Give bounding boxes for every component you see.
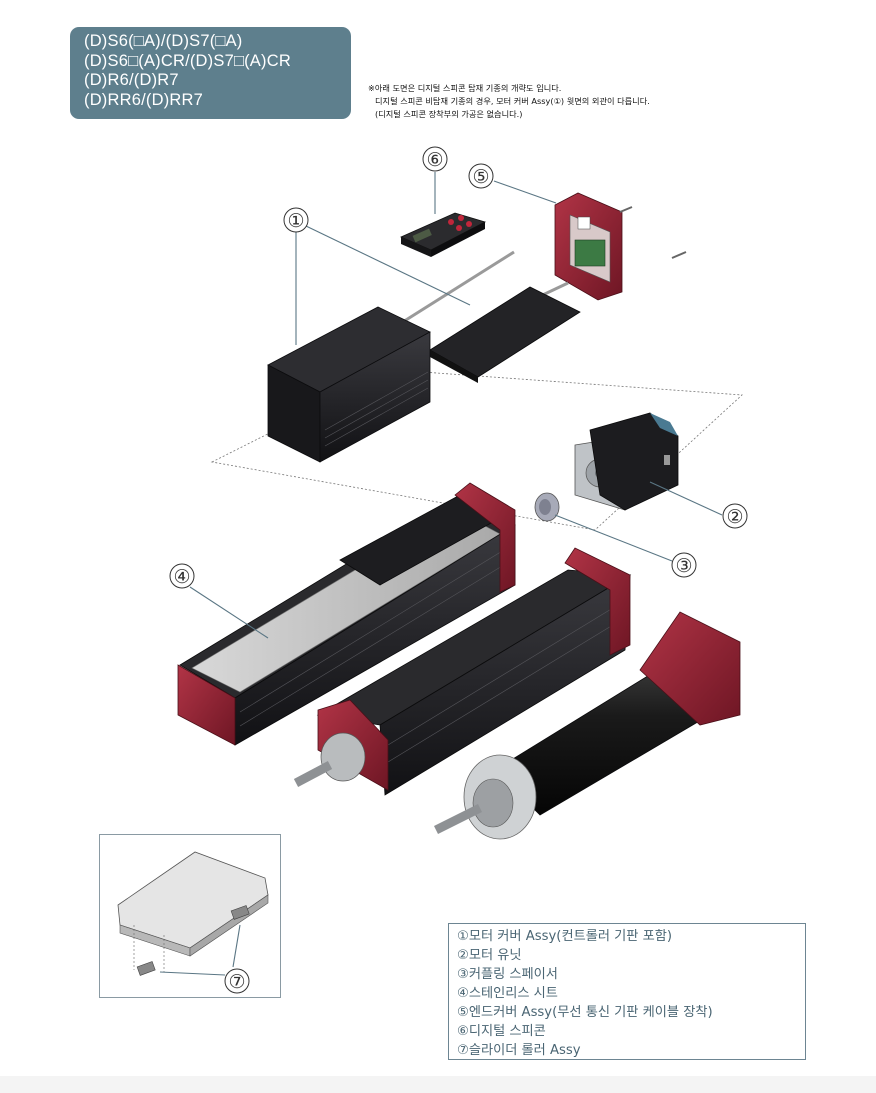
callout-2 [722, 503, 748, 529]
motor-unit-part [574, 412, 679, 511]
parts-legend: ①모터 커버 Assy(컨트롤러 기판 포함) ②모터 유닛 ③커플링 스페이서… [448, 923, 806, 1060]
slider-roller-inset-drawing [117, 851, 269, 994]
note-line-2: 디지털 스피콘 비탑재 기종의 경우, 모터 커버 Assy(①) 윗면의 외관… [375, 96, 650, 106]
callout-3-label: ③ [675, 556, 692, 577]
model-title-line-4: (D)RR6/(D)RR7 [84, 90, 204, 109]
motor-cover-plate-part [429, 286, 581, 383]
cylinder-actuator-assembly [433, 611, 741, 840]
end-cover-assy-part [554, 192, 687, 301]
callout-6 [422, 146, 448, 172]
motor-cover-housing-part [267, 306, 431, 463]
stainless-actuator-assembly [177, 482, 516, 746]
legend-item-1: ①모터 커버 Assy(컨트롤러 기판 포함) [457, 929, 673, 944]
callout-4 [169, 563, 195, 589]
callout-7-label: ⑦ [228, 972, 245, 993]
callout-5 [468, 163, 494, 189]
note-line-1: ※아래 도면은 디지털 스피콘 탑재 기종의 개략도 입니다. [368, 83, 562, 93]
tie-rod [397, 250, 515, 327]
model-title-line-1: (D)S6(□A)/(D)S7(□A) [84, 32, 243, 50]
legend-item-5: ⑤엔드커버 Assy(무선 통신 기판 케이블 장착) [457, 1005, 713, 1020]
coupling-spacer-part [534, 492, 560, 522]
callout-5-label: ⑤ [472, 167, 489, 188]
leader-lines [189, 172, 723, 639]
legend-item-6: ⑥디지털 스피콘 [457, 1024, 546, 1039]
slider-roller-inset-frame [99, 834, 281, 998]
callout-4-label: ④ [173, 567, 190, 588]
callout-7 [224, 968, 250, 994]
digital-spicon-part [400, 212, 487, 257]
diagram-note: ※아래 도면은 디지털 스피콘 탑재 기종의 개략도 입니다. 디지털 스피콘 … [368, 82, 650, 121]
legend-item-2: ②모터 유닛 [457, 948, 522, 963]
callout-1 [283, 207, 309, 233]
note-line-3: (디지털 스피콘 장착부의 가공은 없습니다.) [375, 109, 523, 119]
model-title-line-3: (D)R6/(D)R7 [84, 71, 179, 89]
legend-item-4: ④스테인리스 시트 [457, 986, 558, 1001]
page-footer-band [0, 1076, 876, 1093]
legend-item-7: ⑦슬라이더 롤러 Assy [457, 1043, 581, 1058]
callout-6-label: ⑥ [426, 150, 443, 171]
legend-item-3: ③커플링 스페이서 [457, 967, 558, 982]
rod-actuator-assembly [293, 547, 632, 796]
callout-3 [671, 552, 697, 578]
model-title-box: (D)S6(□A)/(D)S7(□A) (D)S6□(A)CR/(D)S7□(A… [70, 27, 351, 119]
callout-1-label: ① [287, 211, 304, 232]
callout-2-label: ② [726, 507, 743, 528]
model-title-line-2: (D)S6□(A)CR/(D)S7□(A)CR [84, 51, 291, 70]
